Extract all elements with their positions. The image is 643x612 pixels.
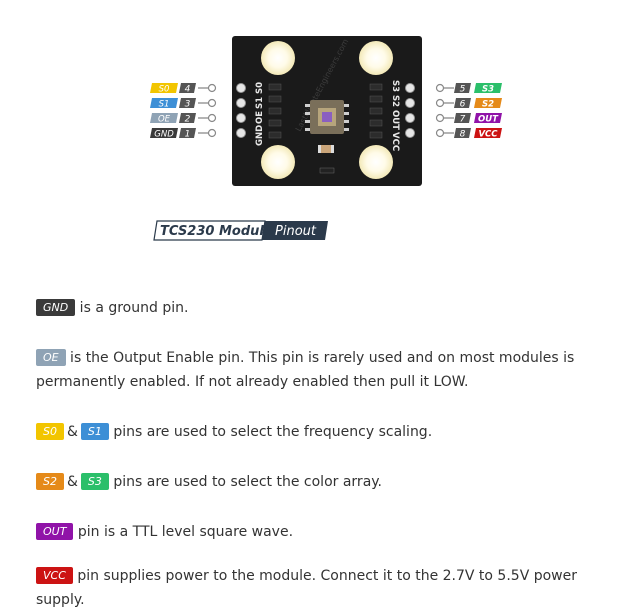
svg-text:2: 2 [185, 115, 191, 125]
svg-text:8: 8 [460, 130, 466, 140]
s0-s1-text: pins are used to select the frequency sc… [108, 424, 433, 440]
header-pad-left [236, 98, 246, 108]
pin-label-gnd: GND [150, 128, 178, 140]
out-text: pin is a TTL level square wave. [73, 524, 294, 540]
header-pad-right [405, 128, 415, 138]
pin-dot-left [207, 113, 217, 123]
oe-text: is the Output Enable pin. This pin is ra… [36, 350, 575, 390]
pin-label-s2: S2 [474, 98, 502, 110]
vcc-badge: VCC [36, 567, 73, 584]
gnd-text: is a ground pin. [75, 300, 189, 316]
vcc-description: VCC pin supplies power to the module. Co… [36, 564, 626, 612]
svg-text:6: 6 [460, 100, 466, 110]
svg-text:OE: OE [158, 115, 171, 125]
pin-number-2: 2 [179, 113, 196, 125]
diagram-caption: TCS230 Module Pinout [153, 220, 328, 241]
pin-dot-right [435, 98, 445, 108]
s2-badge: S2 [36, 473, 64, 490]
svg-text:5: 5 [460, 85, 466, 95]
header-pad-right [405, 113, 415, 123]
svg-text:3: 3 [185, 100, 191, 110]
pin-label-s3: S3 [474, 83, 502, 95]
svg-text:GND: GND [154, 130, 174, 140]
chip-leads [305, 104, 349, 131]
pin-number-6: 6 [454, 98, 471, 110]
svg-text:OUT: OUT [478, 115, 499, 125]
gnd-description: GND is a ground pin. [36, 296, 626, 320]
led-top-right [359, 41, 393, 75]
s0-s1-amp: & [66, 424, 78, 440]
gnd-badge: GND [36, 299, 76, 316]
smd-components [268, 83, 383, 139]
s3-badge: S3 [80, 473, 109, 490]
led-top-left [261, 41, 295, 75]
led-bottom-left [261, 145, 295, 179]
pin-number-8: 8 [454, 128, 471, 140]
header-pad-right [405, 83, 415, 93]
capacitor [318, 145, 334, 153]
s2-s3-amp: & [66, 474, 78, 490]
s2-s3-text: pins are used to select the color array. [108, 474, 383, 490]
pin-label-out: OUT [474, 113, 502, 125]
out-badge: OUT [36, 523, 74, 540]
pin-number-4: 4 [179, 83, 196, 95]
s0-badge: S0 [36, 423, 64, 440]
pin-dot-right [435, 113, 445, 123]
silkscreen-left: GNDOES1S0 [255, 82, 265, 146]
pin-number-5: 5 [454, 83, 471, 95]
pin-number-1: 1 [179, 128, 196, 140]
svg-text:S0: S0 [159, 85, 170, 95]
pin-label-vcc: VCC [474, 128, 502, 140]
silkscreen-right: S3S2OUTVCC [390, 80, 400, 151]
oe-description: OE is the Output Enable pin. This pin is… [36, 346, 626, 394]
header-pad-left [236, 83, 246, 93]
header-pad-left [236, 113, 246, 123]
pin-label-oe: OE [150, 113, 178, 125]
svg-text:4: 4 [185, 85, 191, 95]
svg-text:S2: S2 [482, 100, 494, 110]
s1-badge: S1 [80, 423, 109, 440]
caption-module: TCS230 Module [160, 224, 273, 239]
header-pad-right [405, 98, 415, 108]
svg-text:7: 7 [460, 115, 466, 125]
sensor-array [322, 112, 332, 122]
svg-text:VCC: VCC [478, 130, 498, 140]
pin-number-7: 7 [454, 113, 471, 125]
pin-label-s1: S1 [150, 98, 178, 110]
out-description: OUT pin is a TTL level square wave. [36, 520, 626, 544]
pin-number-3: 3 [179, 98, 196, 110]
header-pad-left [236, 128, 246, 138]
svg-text:S1: S1 [159, 100, 170, 110]
s2-s3-description: S2&S3 pins are used to select the color … [36, 470, 626, 494]
caption-pinout: Pinout [275, 224, 317, 239]
pin-dot-left [207, 98, 217, 108]
resistor [319, 167, 335, 174]
svg-text:S3: S3 [482, 85, 494, 95]
vcc-text: pin supplies power to the module. Connec… [36, 568, 577, 608]
pin-dot-left [207, 128, 217, 138]
pin-label-s0: S0 [150, 83, 178, 95]
svg-text:1: 1 [185, 130, 191, 140]
pin-dot-right [435, 128, 445, 138]
s0-s1-description: S0&S1 pins are used to select the freque… [36, 420, 626, 444]
oe-badge: OE [36, 349, 66, 366]
pin-dot-right [435, 83, 445, 93]
led-bottom-right [359, 145, 393, 179]
pin-dot-left [207, 83, 217, 93]
